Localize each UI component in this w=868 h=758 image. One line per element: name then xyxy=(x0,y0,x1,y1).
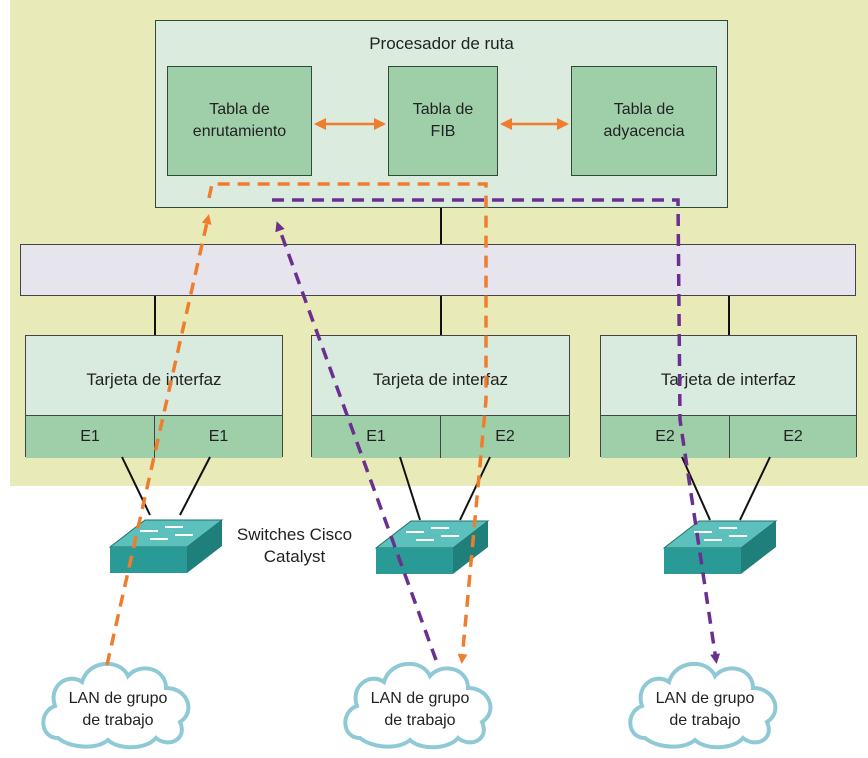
port-e1: E1 xyxy=(154,415,282,458)
routing-table-line2: enrutamiento xyxy=(192,123,287,140)
adjacency-table: Tabla de adyacencia xyxy=(571,66,717,176)
cable xyxy=(681,456,711,521)
cloud-icon xyxy=(41,661,191,750)
port-e1: E1 xyxy=(26,415,154,458)
switch-icon xyxy=(374,520,490,574)
cloud-label-line2: de trabajo xyxy=(384,712,456,729)
fib-table-line1: Tabla de xyxy=(412,101,474,118)
cloud-label-line2: de trabajo xyxy=(669,712,741,729)
switches-label-line1: Switches Cisco xyxy=(236,525,353,544)
cable xyxy=(121,456,151,516)
port-e1: E1 xyxy=(312,415,440,458)
cloud-label-line1: LAN de grupo xyxy=(655,690,755,707)
orange-path-up xyxy=(105,214,212,666)
interface-card-3: Tarjeta de interfaz E2 E2 xyxy=(600,335,857,458)
purple-path-up xyxy=(275,221,438,661)
interface-card-title: Tarjeta de interfaz xyxy=(372,370,509,389)
backplane-bus xyxy=(20,244,856,296)
cloud-label-line1: LAN de grupo xyxy=(68,690,168,707)
interface-card-1: Tarjeta de interfaz E1 E1 xyxy=(25,335,283,458)
cable xyxy=(179,456,211,516)
interface-card-title: Tarjeta de interfaz xyxy=(660,370,797,389)
cable xyxy=(739,456,771,521)
port-e2: E2 xyxy=(729,415,856,458)
adjacency-table-line1: Tabla de xyxy=(613,101,675,118)
port-e2: E2 xyxy=(601,415,729,458)
interface-card-title: Tarjeta de interfaz xyxy=(86,370,222,389)
fib-table-line2: FIB xyxy=(430,123,456,140)
orange-path-down xyxy=(207,182,488,664)
routing-table-line1: Tabla de xyxy=(209,101,270,118)
routing-table: Tabla de enrutamiento xyxy=(167,66,312,176)
interface-card-2: Tarjeta de interfaz E1 E2 xyxy=(311,335,570,458)
cloud-label-2: LAN de grupo de trabajo xyxy=(350,688,490,732)
cloud-label-line2: de trabajo xyxy=(82,712,154,729)
switches-label-line2: Catalyst xyxy=(263,547,326,566)
route-processor-title: Procesador de ruta xyxy=(369,34,514,53)
fib-table: Tabla de FIB xyxy=(388,66,498,176)
port-e2: E2 xyxy=(440,415,569,458)
cloud-icon xyxy=(628,661,778,750)
switches-label: Switches Cisco Catalyst xyxy=(222,524,367,568)
switch-icon xyxy=(662,520,778,574)
adjacency-table-line2: adyacencia xyxy=(603,123,685,140)
cable xyxy=(459,456,491,521)
cloud-label-line1: LAN de grupo xyxy=(370,690,470,707)
cloud-label-3: LAN de grupo de trabajo xyxy=(635,688,775,732)
cloud-icon xyxy=(343,661,493,750)
cable xyxy=(399,456,421,521)
cloud-label-1: LAN de grupo de trabajo xyxy=(48,688,188,732)
switch-icon xyxy=(108,519,224,573)
purple-path-down xyxy=(272,198,721,664)
